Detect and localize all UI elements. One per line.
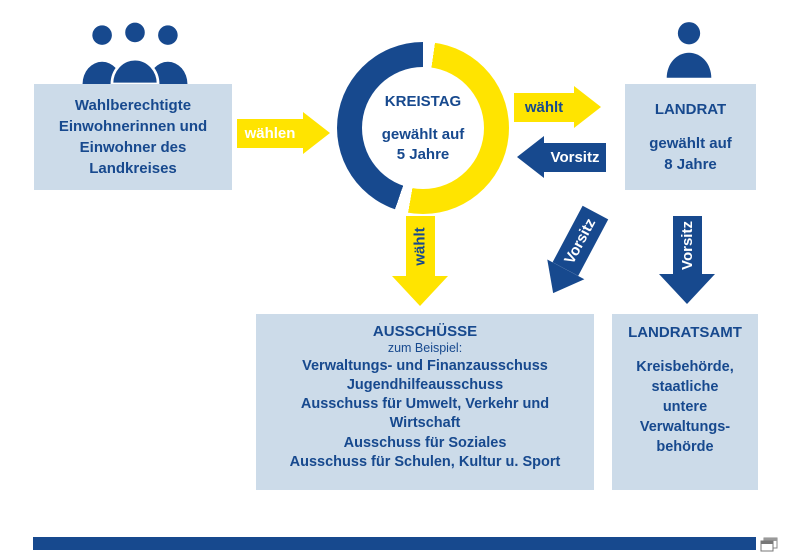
vorsitz-ausschuesse-arrow: Vorsitz bbox=[534, 203, 615, 304]
arrowhead-right-icon bbox=[574, 86, 601, 128]
landratsamt-line: staatliche bbox=[651, 378, 719, 395]
landrat-box: LANDRAT gewählt auf 8 Jahre bbox=[625, 84, 756, 190]
vorsitz-ausschuesse-arrow-label: Vorsitz bbox=[561, 215, 600, 267]
landratsamt-line: Verwaltungs- bbox=[639, 418, 731, 435]
landratsamt-box: LANDRATSAMT Kreisbehörde, staatliche unt… bbox=[612, 314, 758, 490]
ausschuesse-box: AUSSCHÜSSE zum Beispiel: Verwaltungs- un… bbox=[256, 314, 594, 490]
ausschuss-item: Jugendhilfeausschuss bbox=[346, 377, 504, 394]
landratsamt-line: untere bbox=[662, 398, 708, 415]
arrowhead-right-icon bbox=[303, 112, 330, 154]
waehlt-ausschuesse-arrow-label: wählt bbox=[411, 226, 429, 266]
ausschuss-item: Ausschuss für Soziales bbox=[343, 434, 507, 451]
vorsitz-landratsamt-arrow-label: Vorsitz bbox=[678, 220, 696, 270]
landratsamt-line: Kreisbehörde, bbox=[636, 358, 734, 375]
vorsitz-kreistag-arrow-label: Vorsitz bbox=[544, 142, 606, 172]
ausschuss-item: Ausschuss für Umwelt, Verkehr und Wirtsc… bbox=[300, 396, 550, 432]
ausschuesse-title: AUSSCHÜSSE bbox=[372, 323, 478, 340]
voters-line: Landkreises bbox=[89, 160, 177, 177]
waehlen-arrow: wählen bbox=[237, 112, 330, 154]
landrat-term-line: gewählt auf bbox=[649, 135, 732, 152]
kreistag-term-line: gewählt auf bbox=[381, 126, 465, 144]
arrowhead-down-icon bbox=[392, 276, 448, 306]
ausschuesse-subtitle: zum Beispiel: bbox=[387, 341, 463, 355]
waehlt-landrat-arrow-label: wählt bbox=[514, 92, 574, 122]
voters-line: Einwohner des bbox=[79, 139, 187, 156]
waehlen-arrow-label: wählen bbox=[237, 118, 303, 148]
landratsamt-title: LANDRATSAMT bbox=[628, 324, 742, 341]
kreistag-title: KREISTAG bbox=[384, 92, 462, 110]
landrat-title: LANDRAT bbox=[654, 101, 727, 118]
voters-box: Wahlberechtigte Einwohnerinnen und Einwo… bbox=[34, 84, 232, 190]
ausschuss-item: Verwaltungs- und Finanzausschuss bbox=[302, 358, 548, 374]
ausschuss-item: Ausschuss für Schulen, Kultur u. Sport bbox=[289, 453, 561, 470]
waehlt-landrat-arrow: wählt bbox=[514, 86, 601, 128]
vorsitz-landratsamt-arrow: Vorsitz bbox=[659, 216, 715, 304]
kreistag-ring-center: KREISTAG gewählt auf 5 Jahre bbox=[362, 67, 484, 189]
arrowhead-left-icon bbox=[517, 136, 544, 178]
voters-line: Wahlberechtigte bbox=[74, 97, 192, 114]
waehlt-ausschuesse-arrow: wählt bbox=[392, 216, 448, 306]
voters-line: Einwohnerinnen und bbox=[58, 118, 208, 135]
kreistag-term-line: 5 Jahre bbox=[396, 145, 450, 163]
spacer bbox=[612, 344, 758, 357]
group-of-people-icon bbox=[82, 20, 188, 84]
landratsamt-line: behörde bbox=[656, 438, 714, 455]
spacer bbox=[625, 120, 756, 133]
footer-bar bbox=[33, 537, 756, 550]
vorsitz-landratsamt-arrow-shaft: Vorsitz bbox=[672, 216, 702, 274]
kreistag-ring: KREISTAG gewählt auf 5 Jahre bbox=[337, 42, 509, 214]
vorsitz-ausschuesse-arrow-shaft: Vorsitz bbox=[553, 206, 609, 277]
person-icon bbox=[666, 22, 712, 78]
window-icon bbox=[760, 537, 778, 552]
arrowhead-down-icon bbox=[659, 274, 715, 304]
waehlt-ausschuesse-arrow-shaft: wählt bbox=[405, 216, 435, 276]
vorsitz-kreistag-arrow: Vorsitz bbox=[517, 136, 606, 178]
landrat-term-line: 8 Jahre bbox=[664, 156, 717, 173]
